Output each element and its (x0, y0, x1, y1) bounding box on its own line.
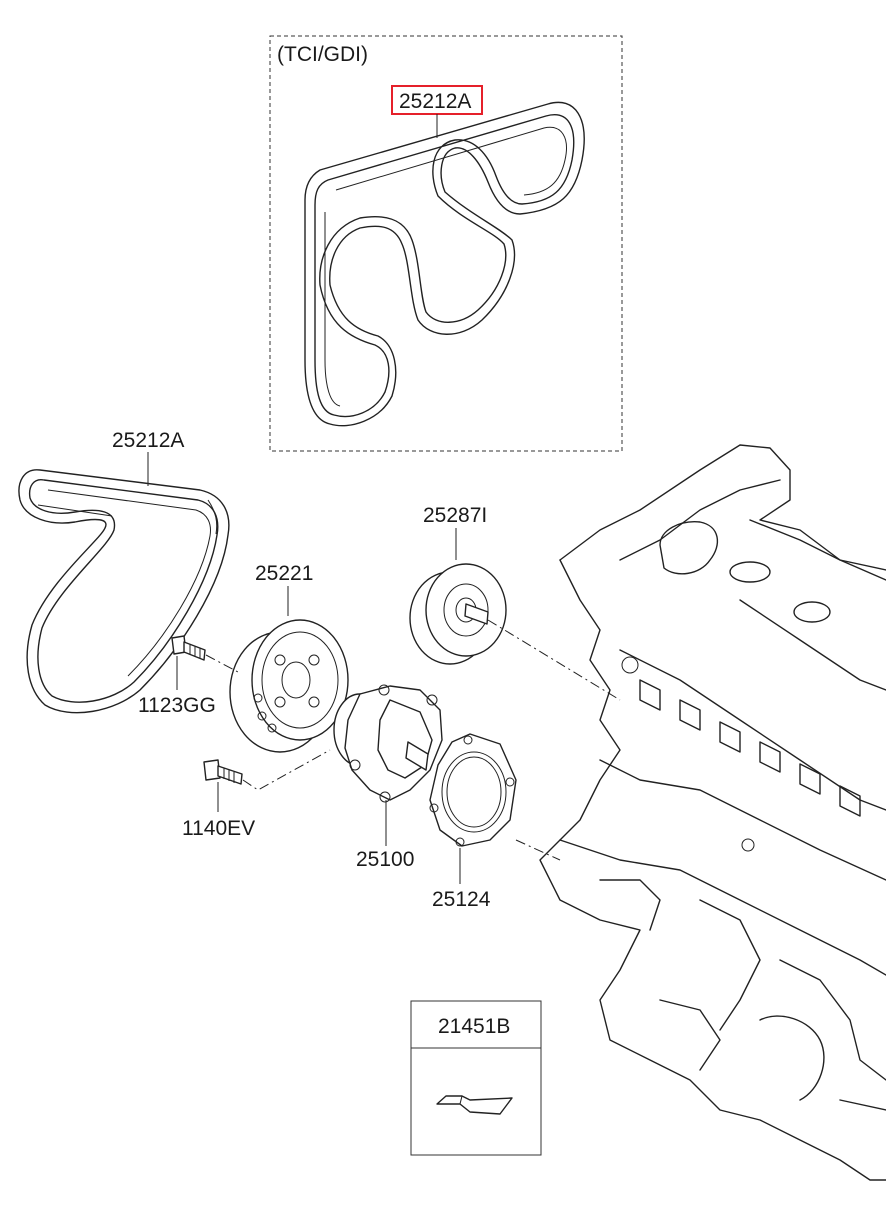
callout-bolt-1123gg[interactable]: 1123GG (138, 694, 216, 717)
inset-border (269, 35, 623, 452)
callout-gasket[interactable]: 25124 (432, 888, 491, 911)
callout-water-pump[interactable]: 25100 (356, 848, 414, 871)
axis-line-pulley (205, 654, 239, 673)
belt-main-drawing[interactable] (18, 469, 230, 714)
callout-bolt-1140ev[interactable]: 1140EV (182, 817, 255, 840)
kit-box-border (410, 1000, 542, 1156)
callout-kit[interactable]: 21451B (438, 1015, 510, 1038)
callout-pulley[interactable]: 25221 (255, 562, 313, 585)
sealant-tube-icon (436, 1095, 513, 1115)
callout-idler[interactable]: 25287I (423, 504, 487, 527)
axis-line-pump (242, 749, 331, 791)
idler-drawing[interactable] (409, 563, 507, 665)
engine-block-drawing (539, 444, 886, 1181)
callout-belt-inset[interactable]: 25212A (399, 90, 471, 113)
inset-panel: (TCI/GDI) 25212A (269, 35, 623, 452)
inset-caption: (TCI/GDI) (277, 43, 368, 66)
axis-line-idler (487, 619, 621, 701)
belt-inset-drawing[interactable] (304, 101, 585, 427)
axis-line-gasket (515, 839, 561, 861)
callout-belt-main[interactable]: 25212A (112, 429, 184, 452)
kit-box[interactable]: 21451B (410, 1000, 542, 1156)
pulley-drawing[interactable] (229, 619, 349, 753)
water-pump-drawing[interactable] (333, 684, 443, 803)
gasket-drawing[interactable] (429, 733, 517, 847)
bolt-1123gg-drawing[interactable] (171, 635, 206, 661)
bolt-1140ev-drawing[interactable] (203, 759, 243, 785)
